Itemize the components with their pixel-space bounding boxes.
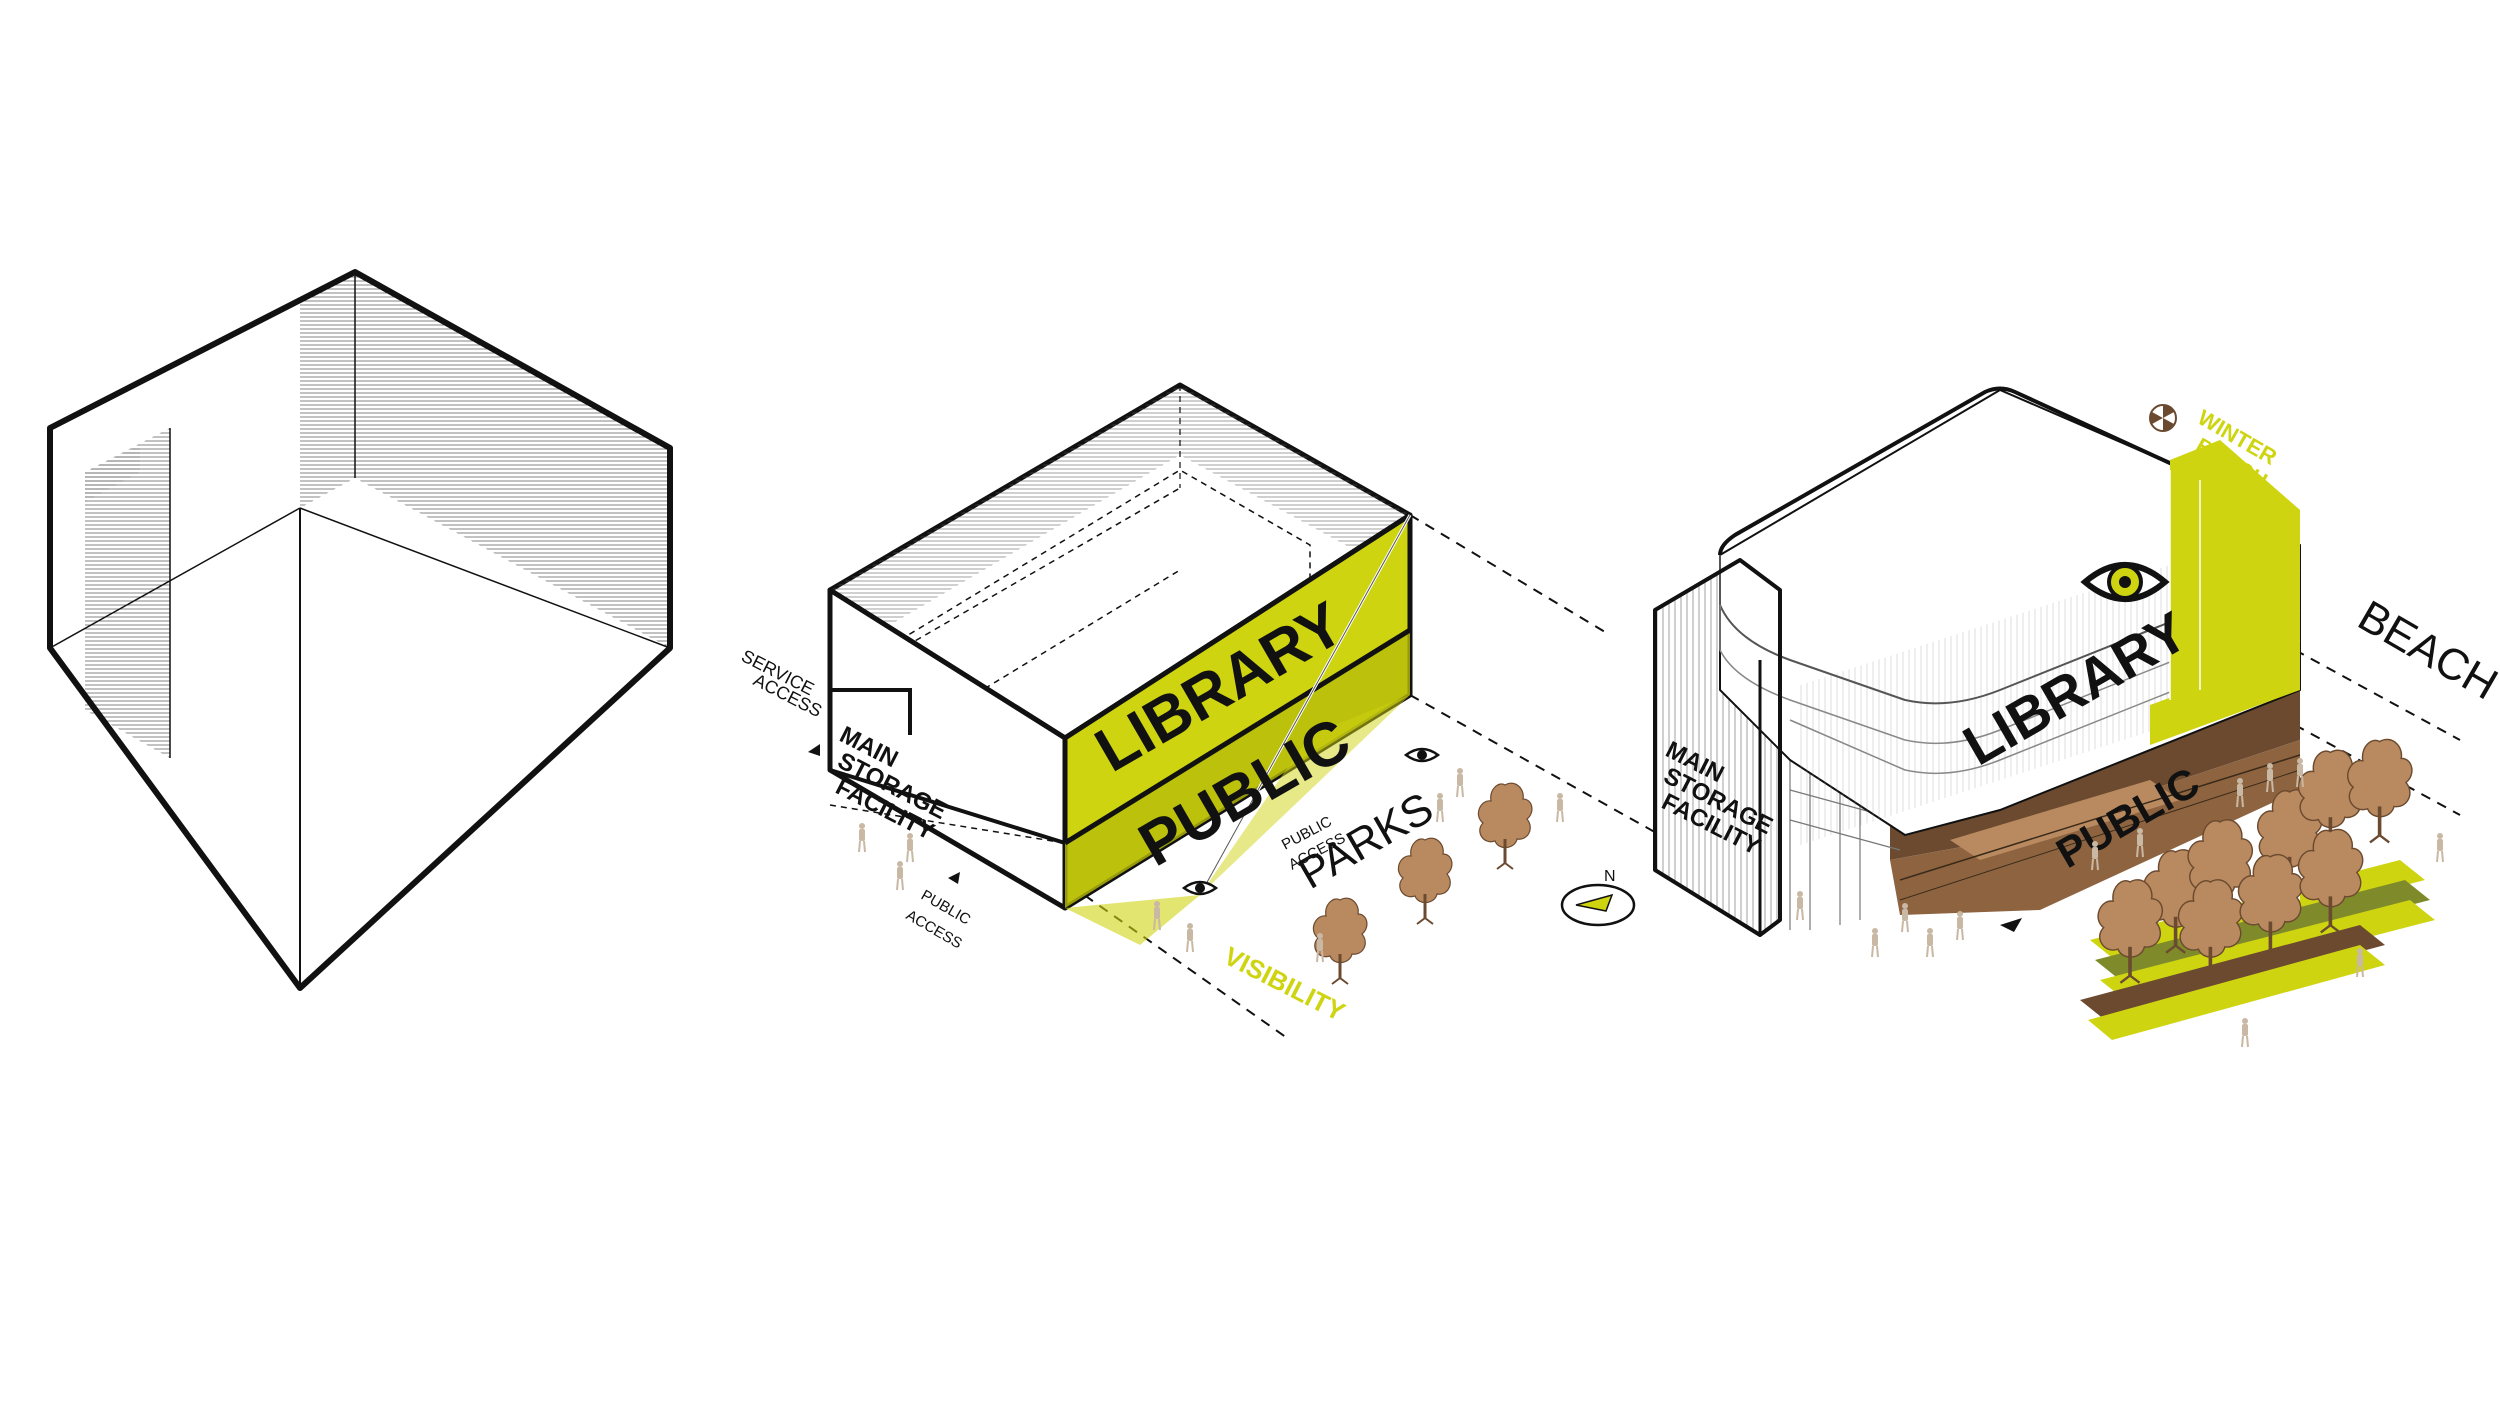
d2-eye-icon-right bbox=[1403, 747, 1441, 763]
d3-ground-floor-public bbox=[1890, 690, 2301, 915]
diagram-1-empty-box bbox=[47, 269, 673, 991]
d2-eye-icon-bottom bbox=[1181, 880, 1219, 896]
d3-entry-arrow-icon bbox=[2000, 918, 2022, 932]
diagram-2-program-massing: LIBRARY PUBLIC MAIN STORAGE FACILITY SER… bbox=[738, 382, 1661, 1041]
d3-eye-icon bbox=[2080, 562, 2170, 602]
diagram-3-building: LIBRARY PUBLIC MAIN STORAGE FACILITY BEA… bbox=[1653, 386, 2500, 1048]
d2-service-arrow-icon bbox=[808, 744, 820, 756]
d2-public-access-left-arrow-icon bbox=[948, 872, 960, 884]
d2-north-arrow-icon: N bbox=[1560, 868, 1636, 927]
d2-north-label: N bbox=[1604, 868, 1616, 885]
d3-beach-label: BEACH bbox=[2350, 591, 2500, 709]
d3-sun-icon bbox=[2149, 404, 2177, 432]
